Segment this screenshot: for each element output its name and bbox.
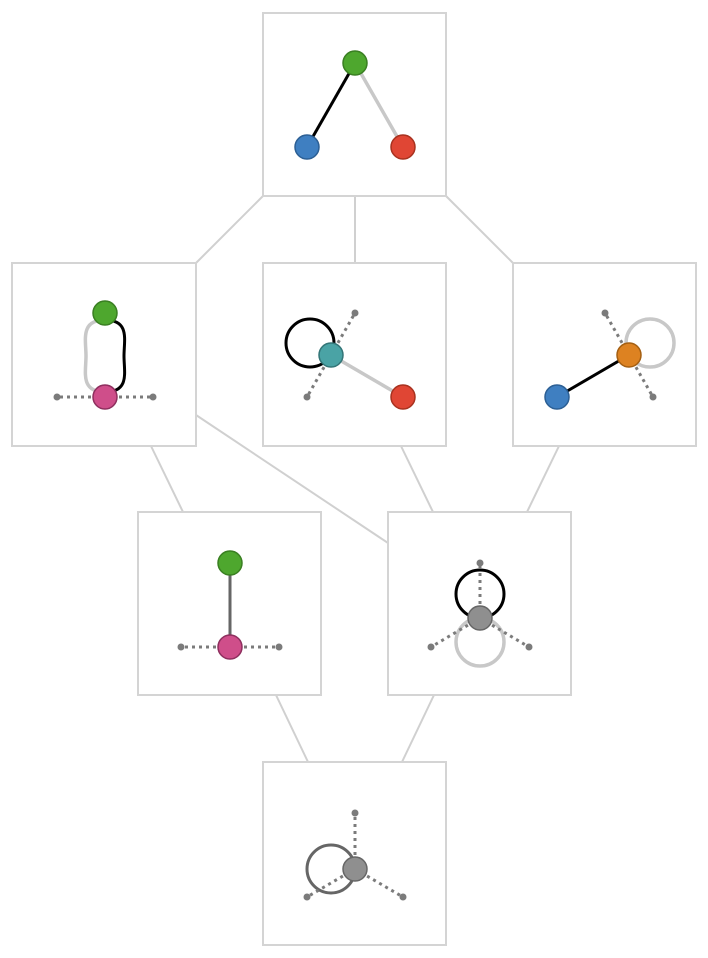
stub-end-dot [149, 393, 157, 401]
graph-mid-right [544, 309, 676, 410]
stub-end-dot [275, 643, 283, 651]
graph-bottom [303, 809, 407, 901]
edge-teal-red [330, 353, 404, 399]
connector-mid-left-to-low-right [195, 414, 389, 544]
edge-green-magenta-black-arc [104, 318, 127, 394]
edge-blue-orange [556, 353, 630, 399]
graph-mid-center [284, 309, 416, 410]
panel-mid-right [512, 262, 697, 447]
stub-end-dot [399, 893, 407, 901]
node-green [217, 550, 243, 576]
stub-end-dot [427, 643, 435, 651]
graph-low-left [177, 550, 283, 660]
connector-mid-center-to-low-right [400, 445, 434, 513]
edge-green-magenta-light-arc [83, 318, 106, 394]
node-gray [467, 605, 493, 631]
stub-end-dot [177, 643, 185, 651]
node-green [92, 300, 118, 326]
graph-low-right [427, 559, 533, 668]
stub-end-dot [601, 309, 609, 317]
connector-mid-left-to-low-left [150, 445, 184, 513]
graph-mid-left [53, 300, 157, 410]
stub-end-dot [303, 393, 311, 401]
connector-top-to-mid-right [445, 195, 514, 264]
node-gray [342, 856, 368, 882]
node-red [390, 384, 416, 410]
panel-top [262, 12, 447, 197]
stub-end-dot [476, 559, 484, 567]
node-magenta [217, 634, 243, 660]
panel-mid-center [262, 262, 447, 447]
node-blue [294, 134, 320, 160]
node-teal [318, 342, 344, 368]
stub-end-dot [303, 893, 311, 901]
connector-low-right-to-bottom [401, 694, 435, 763]
stub-end-dot [351, 809, 359, 817]
stub-end-dot [525, 643, 533, 651]
graph-top [294, 50, 416, 160]
node-red [390, 134, 416, 160]
node-orange [616, 342, 642, 368]
stub-end-dot [649, 393, 657, 401]
connector-mid-right-to-low-right [526, 445, 560, 513]
edge-green-red [353, 62, 405, 148]
connector-low-left-to-bottom [275, 694, 309, 763]
stub-end-dot [351, 309, 359, 317]
connector-lines [150, 195, 560, 763]
node-blue [544, 384, 570, 410]
connector-top-to-mid-left [195, 195, 264, 264]
panel-mid-left [11, 262, 197, 447]
node-green [342, 50, 368, 76]
stub-end-dot [53, 393, 61, 401]
node-magenta [92, 384, 118, 410]
edge-green-blue [305, 62, 357, 148]
